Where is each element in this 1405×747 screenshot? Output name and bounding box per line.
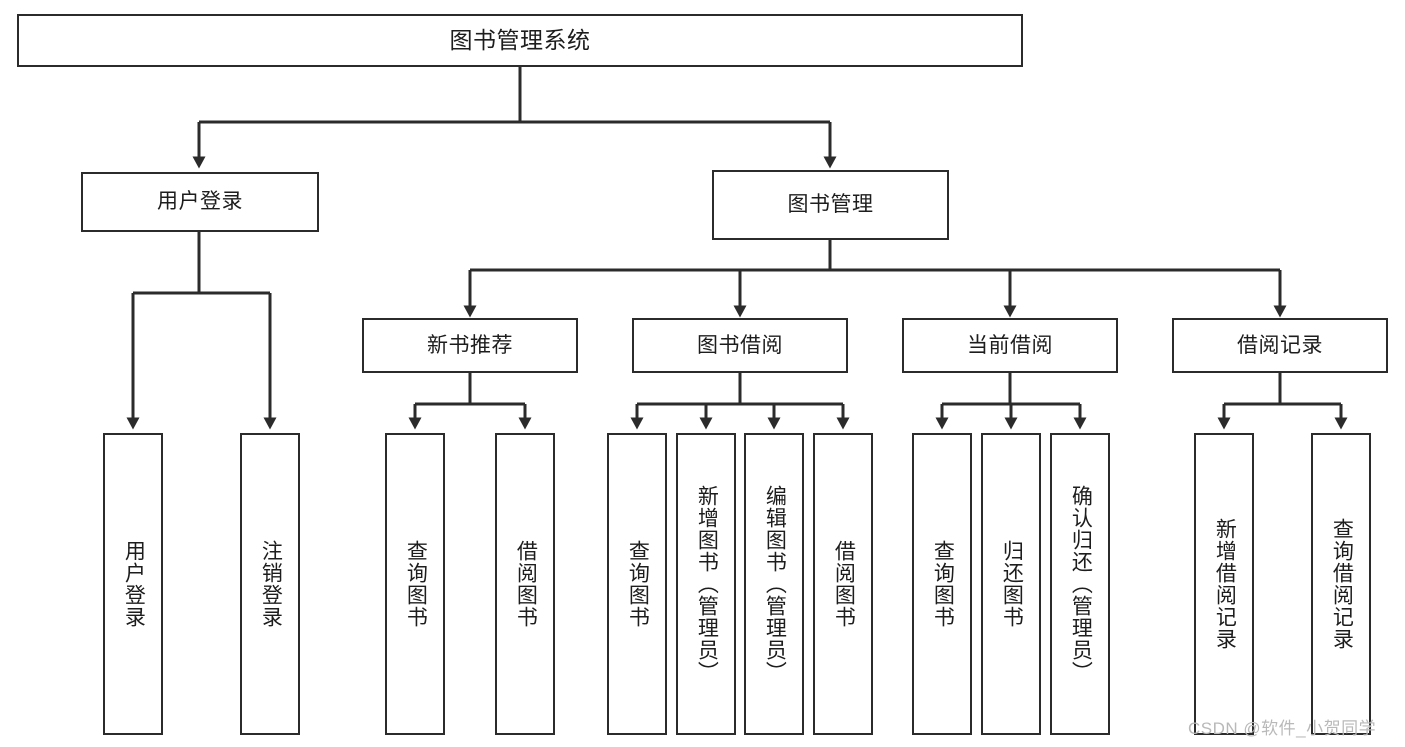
watermark-text: CSDN @软件_小贺同学 [1188,719,1377,738]
node-label: 图书管理 [787,193,874,217]
node-label: 新增借阅记录 [1213,518,1237,650]
node-label: 借阅记录 [1237,333,1323,357]
node-label: 查询借阅记录 [1330,518,1354,650]
node-label: 借阅图书 [832,540,856,628]
node-label: 新增图书（管理员） [695,485,719,683]
node-label: 注销登录 [259,540,283,628]
node-book-management[interactable]: 图书管理 [712,170,949,240]
leaf-book-borrow-query-book[interactable]: 查询图书 [607,433,667,735]
node-current-borrow[interactable]: 当前借阅 [902,318,1118,373]
node-label: 查询图书 [626,540,650,628]
node-book-borrow[interactable]: 图书借阅 [632,318,848,373]
leaf-book-borrow-borrow-book[interactable]: 借阅图书 [813,433,873,735]
node-label: 图书借阅 [697,333,783,357]
node-label: 图书管理系统 [449,26,591,53]
node-borrow-record[interactable]: 借阅记录 [1172,318,1388,373]
node-label: 用户登录 [157,190,243,214]
leaf-user-login-logout[interactable]: 注销登录 [240,433,300,735]
node-label: 新书推荐 [427,333,513,357]
node-label: 编辑图书（管理员） [763,485,787,683]
leaf-book-borrow-add-book[interactable]: 新增图书（管理员） [676,433,736,735]
leaf-new-book-query-book[interactable]: 查询图书 [385,433,445,735]
node-label: 借阅图书 [514,540,538,628]
node-label: 查询图书 [931,540,955,628]
leaf-current-borrow-query-book[interactable]: 查询图书 [912,433,972,735]
leaf-borrow-record-add-record[interactable]: 新增借阅记录 [1194,433,1254,735]
leaf-book-borrow-edit-book[interactable]: 编辑图书（管理员） [744,433,804,735]
node-label: 用户登录 [122,540,146,628]
node-user-login[interactable]: 用户登录 [81,172,319,232]
leaf-borrow-record-query-record[interactable]: 查询借阅记录 [1311,433,1371,735]
leaf-user-login-login[interactable]: 用户登录 [103,433,163,735]
node-label: 确认归还（管理员） [1069,485,1093,683]
node-label: 当前借阅 [967,333,1053,357]
node-new-book-recommend[interactable]: 新书推荐 [362,318,578,373]
leaf-current-borrow-return-book[interactable]: 归还图书 [981,433,1041,735]
node-label: 查询图书 [404,540,428,628]
leaf-new-book-borrow-book[interactable]: 借阅图书 [495,433,555,735]
node-root-book-management-system[interactable]: 图书管理系统 [17,14,1023,67]
node-label: 归还图书 [1000,540,1024,628]
leaf-current-borrow-confirm-return[interactable]: 确认归还（管理员） [1050,433,1110,735]
